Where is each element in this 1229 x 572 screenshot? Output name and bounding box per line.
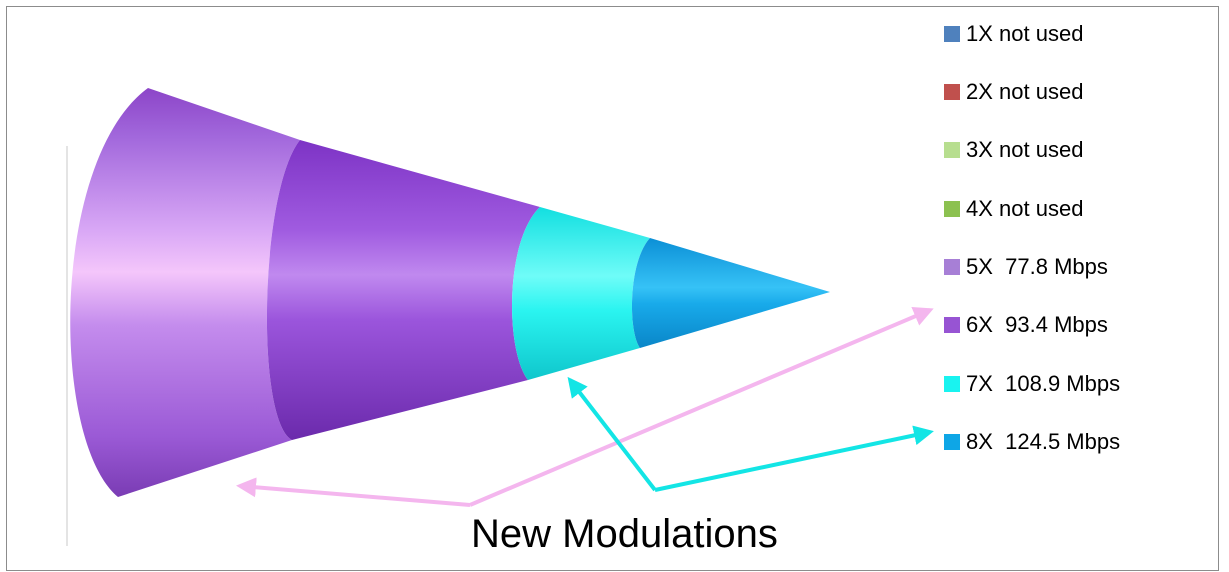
legend-label: 5X 77.8 Mbps <box>966 254 1108 280</box>
legend-item: 5X 77.8 Mbps <box>944 253 1120 282</box>
annotation-arrow-cyan-to-cone <box>567 376 657 492</box>
chart-legend: 1X not used 2X not used 3X not used 4X not … <box>944 19 1120 486</box>
legend-item: 2X not used <box>944 77 1120 106</box>
legend-item: 7X 108.9 Mbps <box>944 369 1120 398</box>
legend-swatch <box>944 83 960 100</box>
legend-label: 2X not used <box>966 78 1084 104</box>
legend-swatch <box>944 259 960 276</box>
legend-label: 1X not used <box>966 20 1084 46</box>
chart-frame <box>6 6 1219 571</box>
cone-segment-7x <box>512 207 650 380</box>
annotation-arrow-pink-to-legend <box>469 307 934 507</box>
legend-label: 6X 93.4 Mbps <box>966 312 1108 338</box>
cone-segment-5x <box>70 88 300 497</box>
legend-label: 8X 124.5 Mbps <box>966 429 1121 455</box>
cone-segment-8x <box>631 238 830 348</box>
legend-item: 1X not used <box>944 19 1120 48</box>
legend-swatch <box>944 142 960 159</box>
cone-segment-6x <box>266 140 540 440</box>
legend-swatch <box>944 200 960 217</box>
annotation-text: New Modulations <box>471 512 778 556</box>
legend-label: 4X not used <box>966 195 1084 221</box>
legend-swatch <box>944 375 960 392</box>
legend-label: 3X not used <box>966 137 1084 163</box>
legend-item: 6X 93.4 Mbps <box>944 311 1120 340</box>
annotation-arrow-pink-to-cone <box>236 477 471 507</box>
legend-label: 7X 108.9 Mbps <box>966 370 1121 396</box>
legend-item: 8X 124.5 Mbps <box>944 428 1120 457</box>
annotation-arrow-cyan-to-legend <box>654 425 934 492</box>
legend-item: 3X not used <box>944 136 1120 165</box>
legend-swatch <box>944 25 960 42</box>
legend-item: 4X not used <box>944 194 1120 223</box>
legend-swatch <box>944 434 960 451</box>
legend-swatch <box>944 317 960 334</box>
